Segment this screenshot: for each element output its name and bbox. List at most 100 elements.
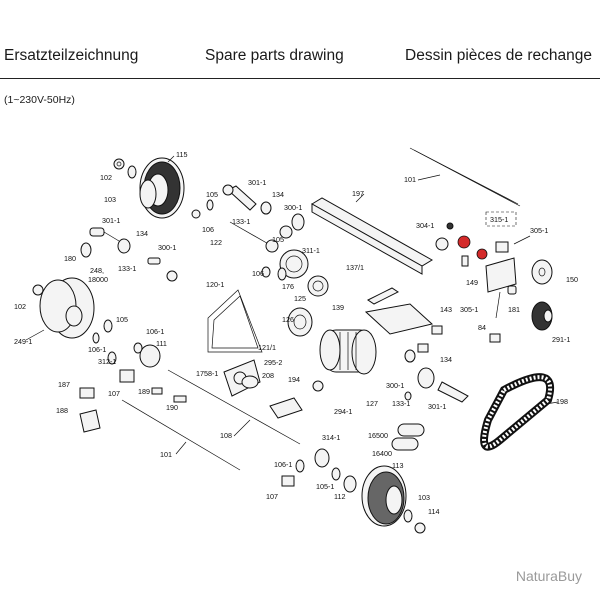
label-311-1: 311-1 <box>302 246 320 255</box>
nut-106-top <box>191 209 201 219</box>
label-304-1: 304-1 <box>416 221 434 230</box>
shaft-108 <box>167 369 301 445</box>
label-120-1: 120-1 <box>206 280 224 289</box>
label-84: 84 <box>478 323 486 332</box>
bracket-137-1 <box>367 287 399 305</box>
label-108: 108 <box>220 431 232 440</box>
label-101-top: 101 <box>404 175 416 184</box>
block-107-upper <box>119 369 135 383</box>
washer-133-1-right <box>404 391 412 401</box>
bolt-181 <box>507 285 517 295</box>
label-301-1-right: 301-1 <box>428 402 446 411</box>
label-16500: 16500 <box>368 431 388 440</box>
label-194: 194 <box>288 375 300 384</box>
label-139: 139 <box>332 303 344 312</box>
spring-134-left <box>117 238 131 254</box>
label-305-1-top: 305-1 <box>530 226 548 235</box>
label-134-top: 134 <box>272 190 284 199</box>
label-101-bottom: 101 <box>160 450 172 459</box>
label-301-1-top: 301-1 <box>248 178 266 187</box>
label-301-1-left: 301-1 <box>102 216 120 225</box>
washer-105-top <box>206 199 214 211</box>
pulley-249-1 <box>39 277 95 339</box>
block-107-lower <box>281 475 295 487</box>
plate-139 <box>364 303 434 335</box>
label-249-1: 249-1 <box>14 337 32 346</box>
washer-106-centre <box>261 266 271 278</box>
washer-105-left <box>103 319 113 333</box>
label-105-top: 105 <box>206 190 218 199</box>
label-181: 181 <box>508 305 520 314</box>
title-french: Dessin pièces de rechange <box>405 47 592 64</box>
wheel-113 <box>361 465 407 527</box>
voltage-spec: (1~230V-50Hz) <box>4 94 75 106</box>
label-134-left: 134 <box>136 229 148 238</box>
washer-312-1 <box>107 351 117 365</box>
part-315-1-highlighted <box>457 211 517 260</box>
label-106-1-lower: 106-1 <box>274 460 292 469</box>
label-149: 149 <box>466 278 478 287</box>
label-107-upper: 107 <box>108 389 120 398</box>
label-111: 111 <box>156 339 167 348</box>
plate-188 <box>79 409 101 433</box>
bracket-294-1 <box>269 380 324 419</box>
label-133-1-right: 133-1 <box>392 399 410 408</box>
rod-101-top <box>409 147 521 207</box>
label-121-1: 121/1 <box>258 343 276 352</box>
label-102-upper: 102 <box>100 173 112 182</box>
pulley-291-1 <box>531 301 553 331</box>
label-300-1-top: 300-1 <box>284 203 302 212</box>
label-106-1-right: 106-1 <box>146 327 164 336</box>
label-137-1: 137/1 <box>346 263 364 272</box>
drive-belt-198 <box>480 373 555 451</box>
label-106-top: 106 <box>202 225 214 234</box>
label-105-centre: 105 <box>272 235 284 244</box>
label-176: 176 <box>282 282 294 291</box>
nut-102-upper <box>113 158 125 170</box>
pulley-126 <box>287 307 313 337</box>
label-208: 208 <box>262 371 274 380</box>
label-126: 126 <box>282 315 294 324</box>
label-125: 125 <box>294 294 306 303</box>
washer-180 <box>80 242 92 258</box>
washer-105-1 <box>331 467 341 481</box>
washer-314-1 <box>314 448 330 468</box>
label-294-1: 294-1 <box>334 407 352 416</box>
label-300-1-left: 300-1 <box>158 243 176 252</box>
pulley-300-1-top <box>291 213 305 231</box>
label-133-1-top: 133-1 <box>232 217 250 226</box>
label-187: 187 <box>58 380 70 389</box>
washer-150 <box>531 259 553 285</box>
block-143 <box>417 325 443 353</box>
pulley-125 <box>307 275 329 297</box>
bracket-208 <box>241 375 259 389</box>
title-german: Ersatzteilzeichnung <box>4 47 139 64</box>
title-english: Spare parts drawing <box>205 47 344 64</box>
label-143: 143 <box>440 305 452 314</box>
label-113: 113 <box>392 461 403 470</box>
label-103-lower: 103 <box>418 493 430 502</box>
nut-114 <box>414 522 426 534</box>
label-103-upper: 103 <box>104 195 116 204</box>
label-1758-1: 1758-1 <box>196 369 218 378</box>
label-295-2: 295-2 <box>264 358 282 367</box>
nut-106-1-centre <box>133 342 143 354</box>
block-305-1 <box>485 241 517 293</box>
pulley-300-1-right <box>417 367 435 389</box>
label-107-lower: 107 <box>266 492 278 501</box>
label-150: 150 <box>566 275 578 284</box>
watermark: NaturaBuy <box>515 568 582 584</box>
label-106-1-left: 106-1 <box>88 345 106 354</box>
label-190: 190 <box>166 403 178 412</box>
nut-106-1-lower <box>295 459 305 473</box>
leader-lines <box>25 155 559 455</box>
label-248: 248, <box>90 266 104 275</box>
pulley-311-1 <box>279 249 309 279</box>
spring-190 <box>173 395 187 403</box>
spring-134-top <box>260 201 272 215</box>
washer-103-upper <box>127 165 137 179</box>
label-105-1: 105-1 <box>316 482 334 491</box>
motor-127 <box>319 329 377 375</box>
belt-120-1 <box>207 289 263 353</box>
